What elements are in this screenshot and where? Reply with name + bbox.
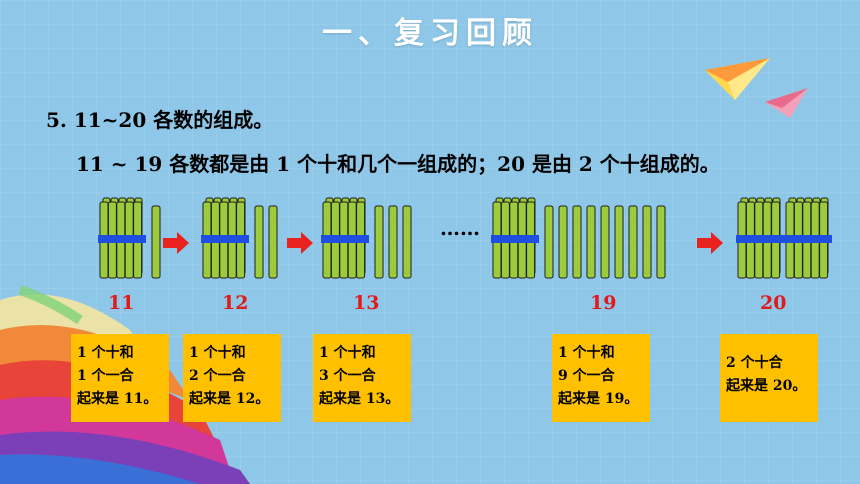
stick-bundle	[98, 197, 146, 279]
number-label-20: 20	[760, 292, 787, 314]
number-label-12: 12	[222, 292, 249, 314]
number-label-13: 13	[353, 292, 380, 314]
single-stick	[572, 205, 582, 279]
composition-box-12: 1 个十和 2 个一合 起来是 12。	[183, 334, 281, 422]
composition-line: 起来是 19。	[558, 391, 639, 407]
single-stick	[642, 205, 652, 279]
arrow-right-icon	[697, 232, 723, 254]
ellipsis: ……	[440, 216, 480, 240]
single-stick	[268, 205, 278, 279]
stick-group-13	[321, 197, 412, 279]
single-stick	[600, 205, 610, 279]
stick-group-12	[201, 197, 278, 279]
composition-line: 1 个十和	[558, 345, 615, 361]
stick-group-20	[736, 197, 832, 279]
bundle-band	[784, 235, 832, 243]
single-stick	[151, 205, 161, 279]
composition-line: 9 个一合	[558, 368, 615, 384]
stick-bundle	[321, 197, 369, 279]
bundle-band	[201, 235, 249, 243]
single-stick	[656, 205, 666, 279]
composition-box-13: 1 个十和 3 个一合 起来是 13。	[313, 334, 411, 422]
single-stick	[628, 205, 638, 279]
composition-line: 1 个一合	[77, 368, 134, 384]
stick-bundle	[491, 197, 539, 279]
bundle-band	[98, 235, 146, 243]
stick-group-11	[98, 197, 161, 279]
stick-bundle	[201, 197, 249, 279]
composition-box-19: 1 个十和 9 个一合 起来是 19。	[552, 334, 650, 422]
composition-line: 1 个十和	[189, 345, 246, 361]
composition-box-20: 2 个十合 起来是 20。	[720, 334, 818, 422]
stick-bundle	[736, 197, 784, 279]
paper-plane-icon	[765, 88, 808, 118]
composition-line: 起来是 12。	[189, 391, 270, 407]
slide-title: 一、复习回顾	[322, 16, 538, 51]
single-stick	[558, 205, 568, 279]
section-heading: 5. 11~20 各数的组成。	[46, 108, 274, 132]
arrow-right-icon	[163, 232, 189, 254]
composition-line: 3 个一合	[319, 368, 376, 384]
number-label-11: 11	[108, 292, 135, 314]
composition-box-11: 1 个十和 1 个一合 起来是 11。	[71, 334, 169, 422]
composition-line: 起来是 11。	[77, 391, 158, 407]
composition-line: 1 个十和	[77, 345, 134, 361]
single-stick	[614, 205, 624, 279]
single-stick	[544, 205, 554, 279]
composition-line: 起来是 13。	[319, 391, 400, 407]
composition-line: 2 个一合	[189, 368, 246, 384]
arrow-right-icon	[287, 232, 313, 254]
section-description: 11 ~ 19 各数都是由 1 个十和几个一组成的；20 是由 2 个十组成的。	[76, 152, 720, 176]
stick-bundle	[784, 197, 832, 279]
single-stick	[388, 205, 398, 279]
number-label-19: 19	[590, 292, 617, 314]
bundle-band	[736, 235, 784, 243]
stick-group-19	[491, 197, 666, 279]
bundle-band	[321, 235, 369, 243]
composition-line: 起来是 20。	[726, 378, 807, 394]
composition-line: 2 个十合	[726, 355, 783, 371]
single-stick	[402, 205, 412, 279]
bundle-band	[491, 235, 539, 243]
single-stick	[374, 205, 384, 279]
single-stick	[254, 205, 264, 279]
paper-plane-icon	[705, 58, 770, 100]
single-stick	[586, 205, 596, 279]
composition-line: 1 个十和	[319, 345, 376, 361]
